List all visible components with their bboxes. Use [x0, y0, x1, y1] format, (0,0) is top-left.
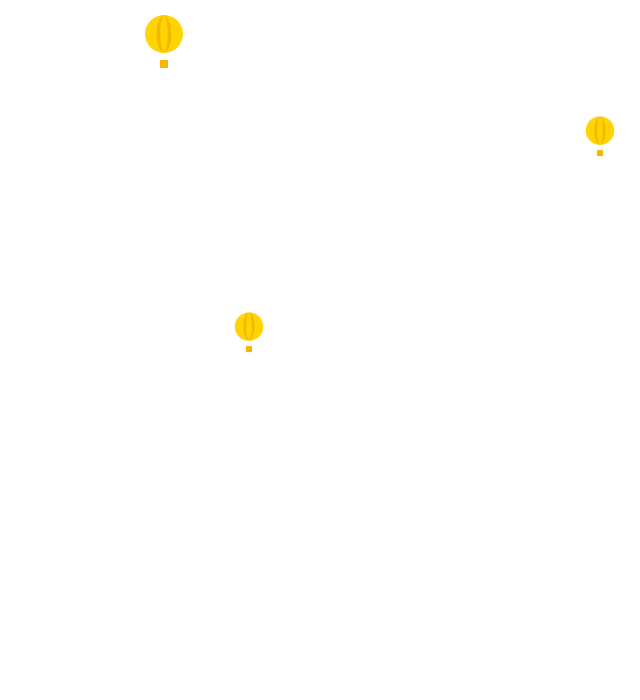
hot-air-balloon-icon — [585, 116, 615, 158]
balloon-envelope — [585, 116, 615, 145]
hot-air-balloon-graphic — [585, 116, 615, 157]
balloon-envelope — [234, 312, 264, 341]
hot-air-balloon-icon — [234, 312, 264, 354]
balloon-basket — [246, 346, 252, 353]
balloon-stripe-left — [243, 312, 249, 341]
balloon-stripe-left — [594, 116, 600, 145]
balloon-envelope — [145, 15, 183, 53]
balloon-basket — [160, 60, 168, 68]
balloon-basket — [597, 150, 603, 157]
balloon-stripe-right — [600, 116, 606, 145]
hot-air-balloon-graphic — [145, 15, 183, 68]
hot-air-balloon-graphic — [234, 312, 264, 353]
hot-air-balloon-icon — [144, 15, 184, 70]
balloon-stripe-right — [249, 312, 255, 341]
balloon-stripe-left — [156, 15, 164, 53]
balloon-stripe-right — [164, 15, 172, 53]
